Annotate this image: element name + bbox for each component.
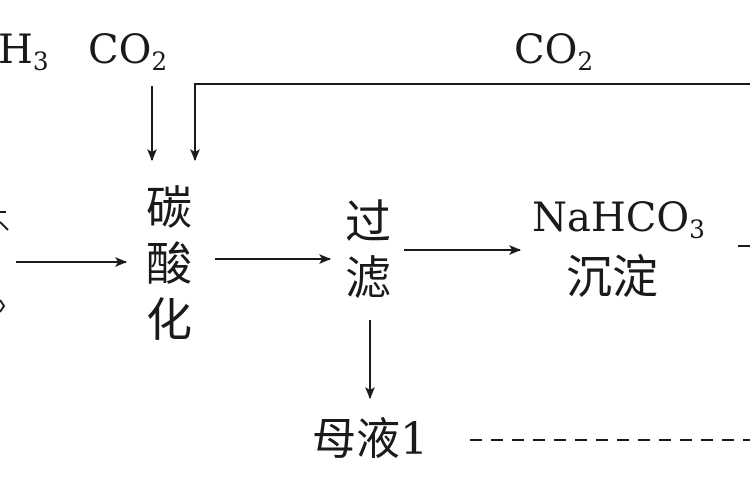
clipped-left-glyph	[0, 211, 9, 313]
arrow-co2-recycle	[190, 83, 750, 161]
carbonation-char-1: 碳	[146, 181, 192, 235]
nahco3-precipitate-label: 沉淀	[566, 250, 658, 304]
co2-recycle-label: CO2	[514, 27, 593, 74]
nahco3-formula: NaHCO3	[532, 195, 705, 242]
nahco3-formula-text: NaHCO	[532, 195, 690, 241]
co2-input-text: CO	[88, 27, 152, 73]
nh3-text: H	[0, 27, 33, 73]
co2-recycle-text: CO	[514, 27, 578, 73]
co2-input-subscript: 2	[151, 46, 168, 76]
carbonation-char-2: 酸	[146, 237, 192, 292]
carbonation-char-3: 化	[146, 293, 192, 348]
filtration-char-2: 滤	[345, 251, 391, 306]
filtration-step: 过 滤	[345, 194, 391, 306]
nh3-label: H3	[0, 27, 49, 74]
carbonation-step: 碳 酸 化	[146, 180, 192, 348]
nahco3-subscript: 3	[689, 214, 705, 244]
mother-liquor-label: 母液1	[312, 414, 428, 465]
filtration-char-1: 过	[345, 195, 391, 249]
co2-recycle-subscript: 2	[577, 46, 594, 76]
nh3-subscript: 3	[32, 46, 49, 76]
co2-input-label: CO2	[88, 27, 167, 74]
